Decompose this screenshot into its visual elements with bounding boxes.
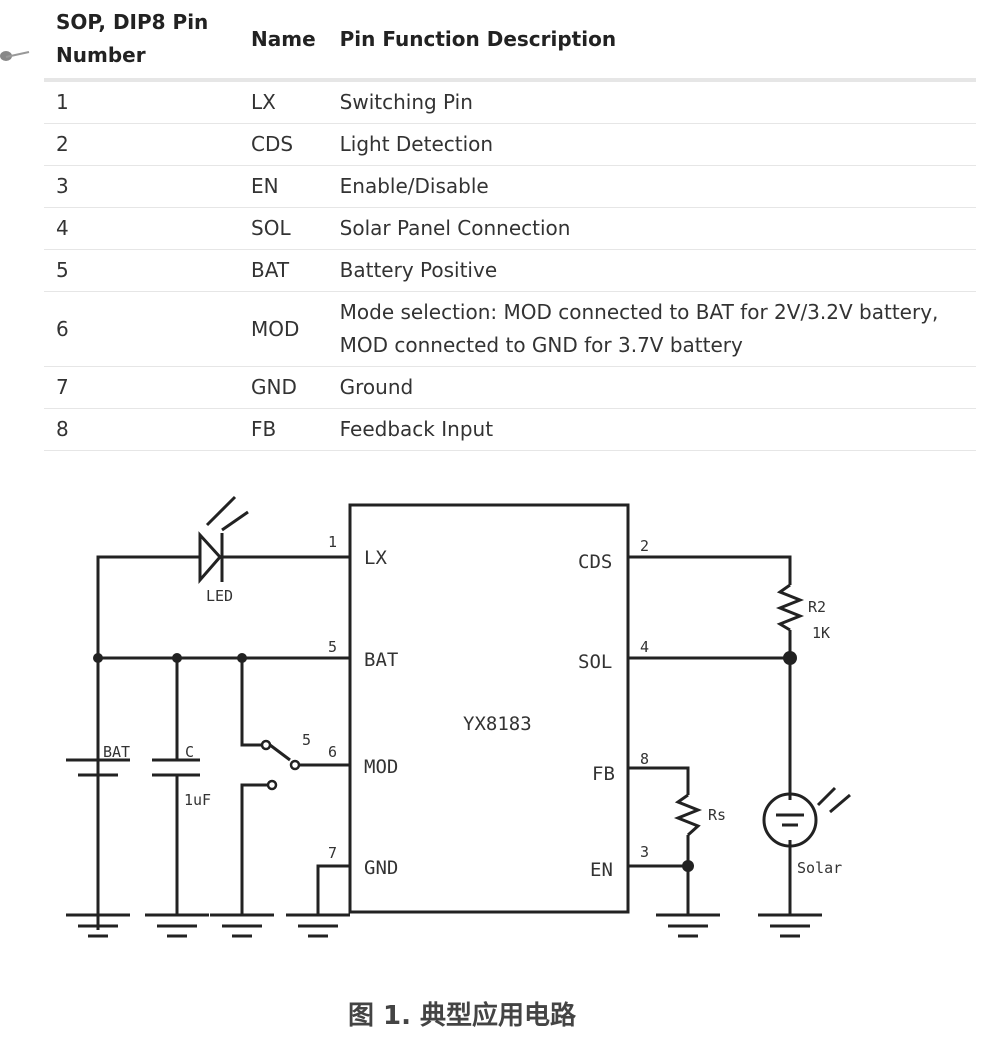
- cell-pin-number: 2: [44, 123, 239, 166]
- pin-label-lx: LX: [364, 547, 387, 569]
- pin-number-7: 7: [328, 844, 337, 862]
- cell-pin-number: 7: [44, 366, 239, 409]
- junction-dots: [93, 651, 797, 872]
- battery-label: BAT: [103, 743, 130, 761]
- cell-pin-name: FB: [239, 408, 328, 451]
- header-pin-number: SOP, DIP8 Pin Number: [56, 10, 209, 67]
- pin-label-en: EN: [590, 859, 613, 881]
- cell-description: Feedback Input: [327, 408, 976, 451]
- led-label: LED: [206, 587, 233, 605]
- pin-label-gnd: GND: [364, 857, 398, 879]
- cell-pin-number: 1: [44, 80, 239, 124]
- pin-label-mod: MOD: [364, 756, 398, 778]
- figure-caption: 图 1. 典型应用电路: [348, 1000, 577, 1031]
- cell-pin-number: 4: [44, 207, 239, 250]
- cell-pin-name: CDS: [239, 123, 328, 166]
- battery-symbol: [66, 758, 130, 777]
- cell-description: Switching Pin: [327, 80, 976, 124]
- pin-number-8: 8: [640, 750, 649, 768]
- cell-description: Mode selection: MOD connected to BAT for…: [327, 291, 976, 367]
- cell-pin-name: EN: [239, 165, 328, 208]
- resistor-rs: [673, 793, 703, 837]
- cell-pin-name: MOD: [239, 291, 328, 367]
- pin-number-1: 1: [328, 533, 337, 551]
- pin-number-6: 6: [328, 743, 337, 761]
- pin-label-sol: SOL: [578, 651, 612, 673]
- cell-description: Battery Positive: [327, 249, 976, 292]
- capacitor-symbol: [152, 758, 200, 777]
- mode-switch: [260, 739, 301, 791]
- led-symbol: [198, 495, 249, 585]
- circuit-wires: [96, 503, 792, 930]
- chip-name: YX8183: [463, 713, 532, 735]
- pin-label-bat: BAT: [364, 649, 398, 671]
- header-description: Pin Function Description: [339, 26, 617, 51]
- cell-description: Ground: [327, 366, 976, 409]
- solar-cell-symbol: [762, 786, 851, 848]
- pin-number-3: 3: [640, 843, 649, 861]
- pin-label-fb: FB: [592, 763, 615, 785]
- ic-chip-body: [348, 503, 630, 914]
- solar-label: Solar: [797, 859, 842, 877]
- resistor-r2: [775, 583, 805, 632]
- pin-number-5: 5: [328, 638, 337, 656]
- r2-label: R2: [808, 598, 826, 616]
- cell-pin-number: 6: [44, 291, 239, 367]
- capacitor-label: C: [185, 743, 194, 761]
- cell-pin-name: GND: [239, 366, 328, 409]
- cell-pin-name: BAT: [239, 249, 328, 292]
- cell-pin-name: SOL: [239, 207, 328, 250]
- pin-number-4: 4: [640, 638, 649, 656]
- rs-label: Rs: [708, 806, 726, 824]
- cell-pin-number: 8: [44, 408, 239, 451]
- pin-function-table: SOP, DIP8 Pin Number Name Pin Function D…: [44, 0, 976, 451]
- r2-value: 1K: [812, 624, 830, 642]
- cell-pin-number: 3: [44, 165, 239, 208]
- cell-description: Enable/Disable: [327, 165, 976, 208]
- pin-label-cds: CDS: [578, 551, 612, 573]
- pin-number-2: 2: [640, 537, 649, 555]
- pushpin-icon: [0, 51, 30, 61]
- cell-description: Light Detection: [327, 123, 976, 166]
- table-header-row: SOP, DIP8 Pin Number Name Pin Function D…: [44, 0, 976, 80]
- capacitor-value: 1uF: [184, 791, 211, 809]
- cell-pin-name: LX: [239, 80, 328, 124]
- switch-number: 5: [302, 731, 311, 749]
- header-name: Name: [251, 26, 316, 51]
- ground-symbols: [66, 913, 822, 938]
- cell-pin-number: 5: [44, 249, 239, 292]
- cell-description: Solar Panel Connection: [327, 207, 976, 250]
